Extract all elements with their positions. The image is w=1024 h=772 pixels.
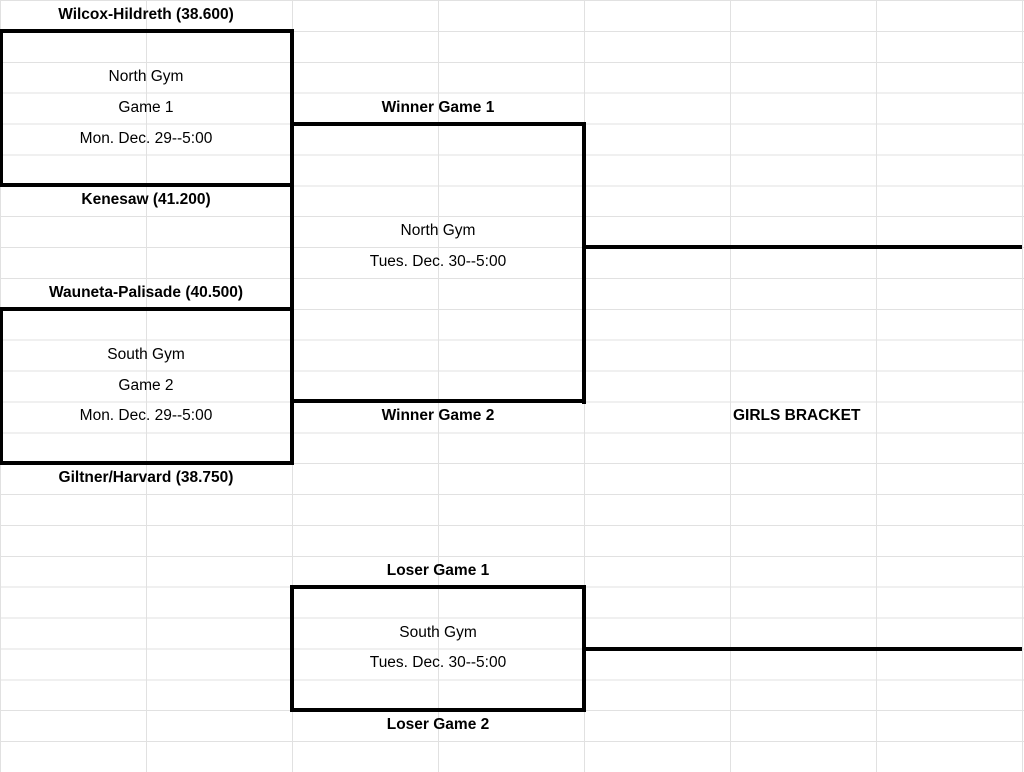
loser-game1-label-cell[interactable]: Loser Game 1: [386, 561, 490, 579]
game1-box-top-border: [0, 29, 294, 33]
game2-box-left-border: [0, 306, 3, 465]
winner-game1-label-cell[interactable]: Winner Game 1: [381, 98, 495, 116]
game2-time-cell[interactable]: Mon. Dec. 29--5:00: [79, 407, 213, 425]
consolation-box-bottom-border: [290, 708, 586, 713]
winners-final-box-bottom-border: [290, 399, 586, 404]
game2-bottom-team-cell[interactable]: Giltner/Harvard (38.750): [58, 469, 234, 487]
consolation-box-top-border: [290, 584, 586, 589]
game1-top-team-cell[interactable]: Wilcox-Hildreth (38.600): [58, 6, 234, 23]
game1-time-cell[interactable]: Mon. Dec. 29--5:00: [79, 129, 213, 147]
game1-bottom-team-cell[interactable]: Kenesaw (41.200): [81, 191, 211, 209]
consolation-box-left-border: [290, 584, 294, 713]
consolation-advance-line: [582, 646, 1022, 651]
winners-final-box-left-border: [290, 121, 294, 404]
winners-final-box-right-border: [582, 121, 586, 404]
winners-final-time-cell[interactable]: Tues. Dec. 30--5:00: [369, 253, 507, 271]
game1-box-right-border: [290, 29, 294, 187]
game2-gym-cell[interactable]: South Gym: [107, 345, 185, 363]
game1-gym-cell[interactable]: North Gym: [108, 67, 184, 85]
winners-final-gym-cell[interactable]: North Gym: [400, 222, 476, 240]
winner-game2-label-cell[interactable]: Winner Game 2: [381, 407, 495, 425]
game1-box-left-border: [0, 29, 3, 187]
game1-box-bottom-border: [0, 183, 294, 188]
bracket-title[interactable]: GIRLS BRACKET: [733, 407, 861, 425]
game2-box-top-border: [0, 306, 294, 311]
game1-name-cell[interactable]: Game 1: [118, 98, 174, 116]
winners-final-box-top-border: [290, 121, 586, 126]
championship-advance-line: [582, 245, 1022, 249]
game2-name-cell[interactable]: Game 2: [118, 376, 174, 394]
loser-game2-label-cell[interactable]: Loser Game 2: [386, 716, 490, 734]
game2-top-team-cell[interactable]: Wauneta-Palisade (40.500): [48, 283, 244, 301]
consolation-gym-cell[interactable]: South Gym: [399, 623, 477, 641]
game2-box-bottom-border: [0, 461, 294, 466]
consolation-time-cell[interactable]: Tues. Dec. 30--5:00: [369, 654, 507, 672]
